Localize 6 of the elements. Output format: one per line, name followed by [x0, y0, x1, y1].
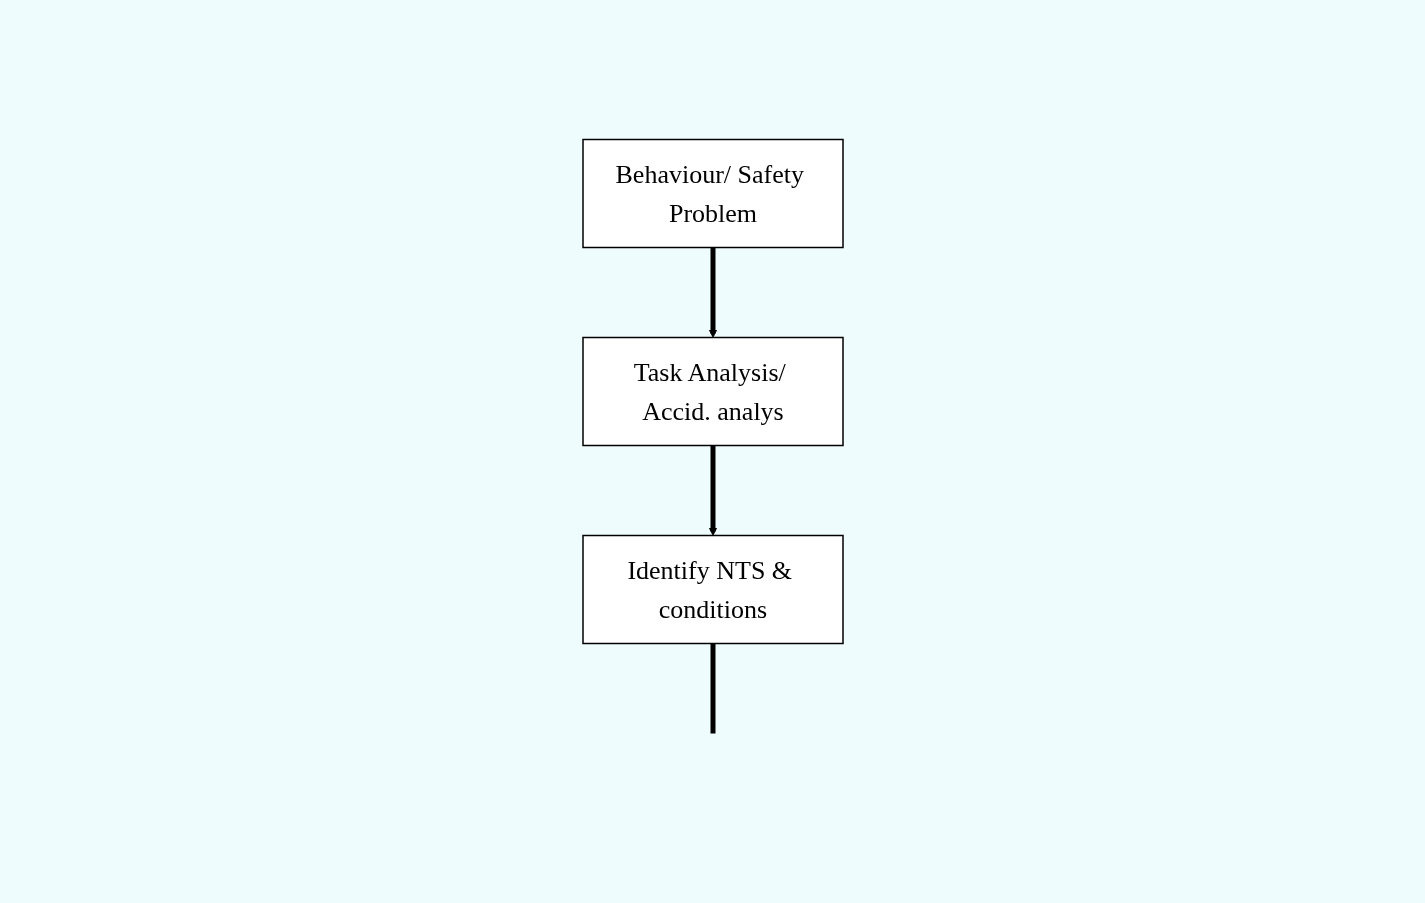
node-box: Identify NTS & conditions: [581, 534, 844, 645]
arrow: [708, 445, 717, 536]
node-box: Behaviour/ Safety Problem: [581, 138, 844, 249]
node-box: Task Analysis/ Accid. analys: [581, 336, 844, 447]
connector: [710, 643, 715, 734]
arrow: [708, 247, 717, 338]
